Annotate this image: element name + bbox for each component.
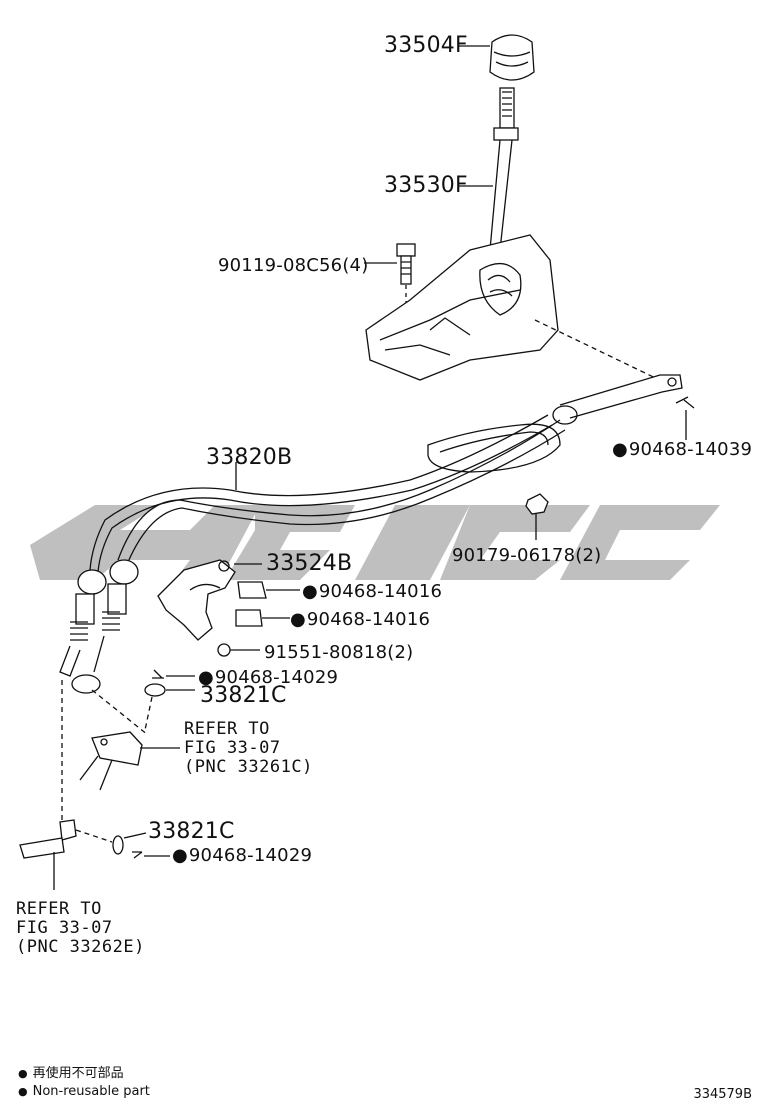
nut-part	[525, 493, 549, 540]
refer-note-b: REFER TO FIG 33-07 (PNC 33262E)	[16, 899, 145, 957]
legend-jp: ● 再使用不可部品	[18, 1066, 124, 1082]
callout-washer-a[interactable]: 33821C	[200, 683, 287, 708]
callout-clip-d[interactable]: 90468-14029	[172, 846, 312, 866]
callout-washer-b[interactable]: 33821C	[148, 819, 235, 844]
callout-bolt[interactable]: 90119-08C56(4)	[218, 255, 369, 276]
legend-bullet-icon: ●	[18, 1085, 28, 1098]
shift-cables	[89, 414, 566, 573]
shift-lever	[458, 87, 519, 251]
legend-en-text: Non-reusable part	[32, 1084, 150, 1099]
transmission-arm	[79, 731, 180, 791]
callout-clip-top[interactable]: 90468-14039	[612, 440, 752, 460]
diagram-code: 334579B	[693, 1087, 752, 1102]
legend-en: ● Non-reusable part	[18, 1084, 150, 1100]
callout-lever[interactable]: 33530F	[384, 173, 468, 198]
callout-nut[interactable]: 90179-06178(2)	[452, 545, 602, 566]
callout-clip-c[interactable]: 90468-14029	[198, 668, 338, 688]
select-lever	[19, 819, 170, 890]
legend-bullet-icon: ●	[18, 1067, 28, 1080]
shift-knob	[458, 34, 535, 81]
callout-bolt-small[interactable]: 91551-80818(2)	[264, 642, 414, 663]
callout-cable[interactable]: 33820B	[206, 445, 293, 470]
bracket-part	[157, 559, 262, 641]
callout-clip-b[interactable]: 90468-14016	[290, 610, 430, 630]
clip-parts	[144, 581, 300, 697]
cable-end-upper	[559, 374, 695, 440]
callout-clip-a[interactable]: 90468-14016	[302, 582, 442, 602]
legend-jp-text: 再使用不可部品	[32, 1066, 124, 1081]
shift-housing	[365, 234, 559, 381]
callout-knob[interactable]: 33504F	[384, 33, 468, 58]
refer-note-a: REFER TO FIG 33-07 (PNC 33261C)	[184, 719, 313, 777]
cable-end-left	[59, 569, 107, 677]
cable-bracket	[427, 405, 578, 473]
callout-bracket[interactable]: 33524B	[266, 551, 353, 576]
cable-end-right	[71, 559, 139, 694]
